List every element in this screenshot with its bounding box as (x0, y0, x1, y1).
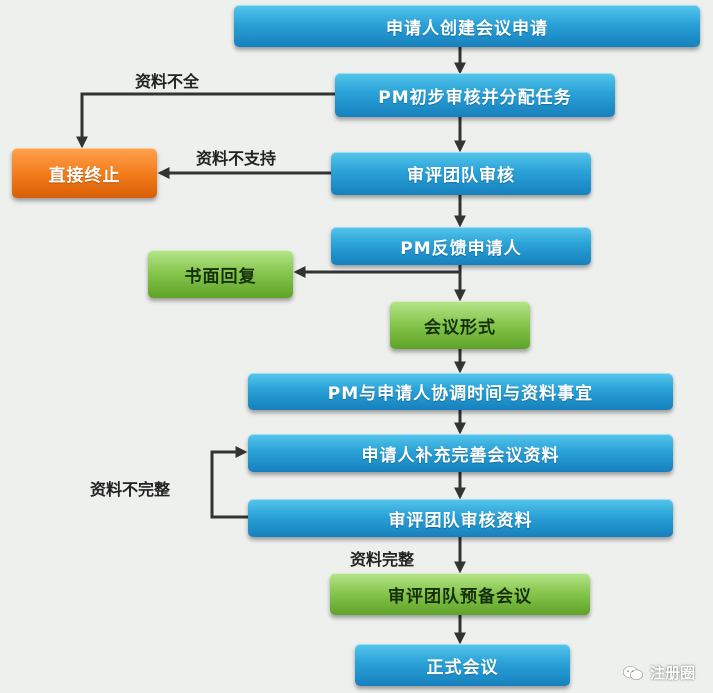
node-formal-meeting: 正式会议 (355, 644, 570, 686)
node-meeting-form: 会议形式 (390, 301, 530, 349)
node-meeting-form-label: 会议形式 (424, 317, 496, 338)
node-written-reply-label: 书面回复 (184, 266, 257, 287)
node-pm-feedback: PM反馈申请人 (331, 227, 591, 265)
node-written-reply: 书面回复 (148, 250, 293, 298)
node-pm-feedback-label: PM反馈申请人 (400, 238, 522, 259)
watermark-text: 注册圈 (649, 664, 695, 682)
node-apply-label: 申请人创建会议申请 (386, 18, 548, 39)
edge-label-not-complete: 资料不完整 (90, 480, 171, 499)
edge-label-incomplete: 资料不全 (135, 72, 200, 91)
wechat-icon (622, 665, 644, 680)
node-apply: 申请人创建会议申请 (234, 5, 700, 47)
edge-label-unsupported: 资料不支持 (196, 149, 277, 168)
node-team-review: 审评团队审核 (331, 152, 591, 195)
node-coordinate-label: PM与申请人协调时间与资料事宜 (327, 384, 594, 404)
arrow-incomplete-to-terminate (76, 92, 335, 149)
node-pm-review-label: PM初步审核并分配任务 (378, 87, 572, 108)
node-review-docs: 审评团队审核资料 (248, 499, 673, 537)
edge-label-complete: 资料完整 (350, 550, 415, 569)
node-coordinate: PM与申请人协调时间与资料事宜 (248, 373, 673, 410)
arrow-loop-back-to-supplement (210, 446, 248, 519)
node-supplement-label: 申请人补充完善会议资料 (361, 445, 560, 466)
node-formal-meeting-label: 正式会议 (426, 657, 499, 678)
node-terminate-label: 直接终止 (48, 165, 121, 186)
node-team-review-label: 审评团队审核 (407, 166, 515, 186)
node-review-docs-label: 审评团队审核资料 (388, 510, 533, 531)
node-pm-review: PM初步审核并分配任务 (335, 73, 615, 117)
node-pre-meeting: 审评团队预备会议 (330, 573, 590, 615)
node-terminate: 直接终止 (12, 148, 157, 198)
watermark: 注册圈 (622, 662, 695, 683)
node-pre-meeting-label: 审评团队预备会议 (388, 586, 532, 607)
node-supplement: 申请人补充完善会议资料 (248, 434, 673, 472)
